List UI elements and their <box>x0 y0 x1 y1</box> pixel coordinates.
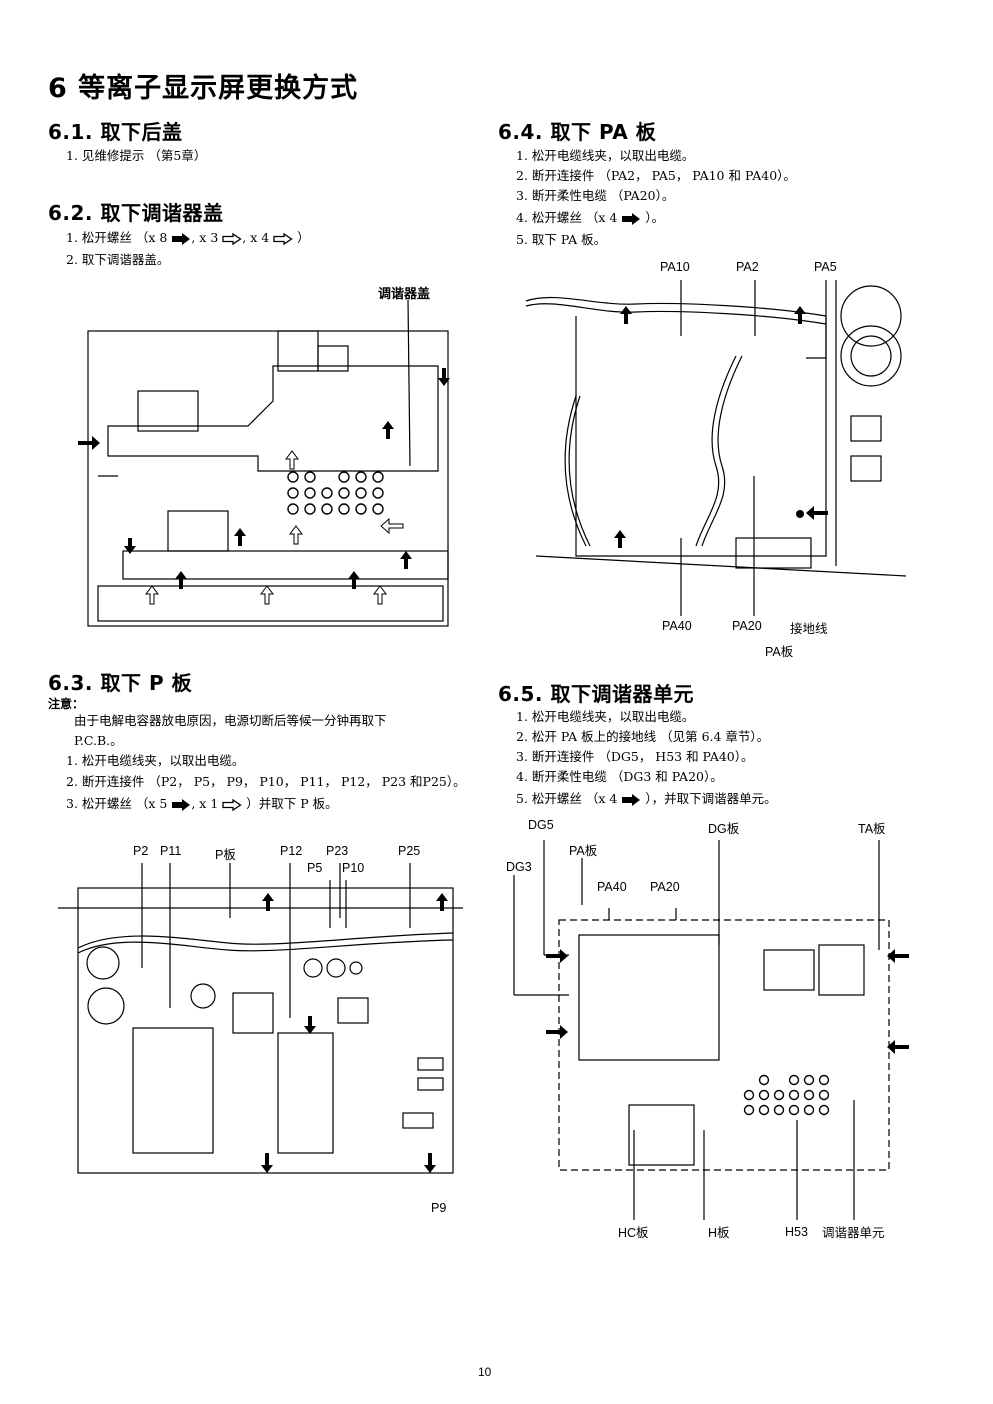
section-6-1-step-1: 1. 见维修提示 （第5章） <box>66 148 207 163</box>
page-number: 10 <box>478 1365 492 1379</box>
fig-label-pa5: PA5 <box>814 260 837 274</box>
fig-label-dg3: DG3 <box>506 860 532 874</box>
step-text: , x 3 <box>191 230 219 245</box>
fig-label-ground-wire: 接地线 <box>790 622 828 636</box>
section-6-4-step-4: 4. 松开螺丝 （x 4 ）。 <box>516 208 664 228</box>
section-6-3-step-2: 2. 断开连接件 （P2， P5， P9， P10， P11， P12， P23… <box>66 774 466 789</box>
step-text: ）。 <box>641 210 665 225</box>
fig-label-pa20: PA20 <box>732 619 762 633</box>
step-text: ）并取下 P 板。 <box>242 796 338 811</box>
pa-board-diagram <box>525 280 907 616</box>
step-text: 1. 松开螺丝 （x 8 <box>66 230 168 245</box>
section-6-5-step-3: 3. 断开连接件 （DG5， H53 和 PA40）。 <box>516 749 754 764</box>
fig-label-dg-board: DG板 <box>708 822 740 836</box>
fig-label-tuner-cover: 调谐器盖 <box>378 286 431 301</box>
fig-label-dg5: DG5 <box>528 818 554 832</box>
p-board-diagram <box>58 863 463 1174</box>
fig-label-ta-board: TA板 <box>858 822 886 836</box>
fig-label-pa2: PA2 <box>736 260 759 274</box>
fig-label-h-board: H板 <box>708 1226 730 1240</box>
fig-label-pa20-2: PA20 <box>650 880 680 894</box>
section-6-4-step-2: 2. 断开连接件 （PA2， PA5， PA10 和 PA40）。 <box>516 168 796 183</box>
fig-label-p11: P11 <box>160 844 182 858</box>
fig-label-p12: P12 <box>280 844 303 858</box>
tuner-unit-diagram <box>513 840 909 1220</box>
section-6-4-step-1: 1. 松开电缆线夹，以取出电缆。 <box>516 148 695 163</box>
fig-label-p-board: P板 <box>215 848 236 862</box>
step-text: , x 4 <box>242 230 270 245</box>
fig-label-p2: P2 <box>133 844 149 858</box>
section-6-5-step-1: 1. 松开电缆线夹，以取出电缆。 <box>516 709 695 724</box>
fig-label-hc-board: HC板 <box>618 1226 649 1240</box>
section-6-5-heading: 6.5. 取下调谐器单元 <box>498 682 694 706</box>
section-6-3-step-3: 3. 松开螺丝 （x 5 , x 1 ）并取下 P 板。 <box>66 794 338 814</box>
outline-arrow-icon <box>222 798 242 811</box>
section-6-4-heading: 6.4. 取下 PA 板 <box>498 120 657 144</box>
step-text: 5. 松开螺丝 （x 4 <box>516 791 618 806</box>
tuner-cover-diagram <box>78 299 450 627</box>
fig-label-pa-board: PA板 <box>765 645 794 659</box>
step-text: 4. 松开螺丝 （x 4 <box>516 210 618 225</box>
step-text: ），并取下调谐器单元。 <box>641 791 777 806</box>
section-6-5-step-4: 4. 断开柔性电缆 （DG3 和 PA20）。 <box>516 769 723 784</box>
section-6-2-heading: 6.2. 取下调谐器盖 <box>48 201 224 225</box>
fig-label-pa10: PA10 <box>660 260 690 274</box>
fig-label-p25: P25 <box>398 844 421 858</box>
outline-arrow-icon <box>273 232 293 245</box>
fig-label-h53: H53 <box>785 1225 808 1239</box>
step-text: , x 1 <box>191 796 219 811</box>
note-text-line-1: 由于电解电容器放电原因，电源切断后等候一分钟再取下 <box>74 713 387 728</box>
section-6-1-heading: 6.1. 取下后盖 <box>48 120 183 144</box>
section-6-4-step-3: 3. 断开柔性电缆 （PA20）。 <box>516 188 675 203</box>
solid-arrow-icon <box>622 212 641 225</box>
fig-label-p5: P5 <box>307 861 323 875</box>
section-6-4-step-5: 5. 取下 PA 板。 <box>516 232 607 247</box>
section-6-2-step-2: 2. 取下调谐器盖。 <box>66 252 170 267</box>
fig-label-pa40-2: PA40 <box>597 880 627 894</box>
fig-label-p23: P23 <box>326 844 349 858</box>
page-title: 6 等离子显示屏更换方式 <box>48 73 359 104</box>
note-label: 注意： <box>48 697 85 711</box>
section-6-3-heading: 6.3. 取下 P 板 <box>48 671 193 695</box>
fig-label-tuner-unit: 调谐器单元 <box>822 1226 885 1240</box>
step-text: ） <box>293 230 310 245</box>
section-6-5-step-2: 2. 松开 PA 板上的接地线 （见第 6.4 章节）。 <box>516 729 770 744</box>
step-text: 3. 松开螺丝 （x 5 <box>66 796 168 811</box>
solid-arrow-icon <box>622 793 641 806</box>
section-6-3-step-1: 1. 松开电缆线夹，以取出电缆。 <box>66 753 245 768</box>
fig-label-pa40: PA40 <box>662 619 692 633</box>
note-text-line-2: P.C.B.。 <box>74 733 123 748</box>
fig-label-p9: P9 <box>431 1201 447 1215</box>
section-6-5-step-5: 5. 松开螺丝 （x 4 ），并取下调谐器单元。 <box>516 789 777 809</box>
solid-arrow-icon <box>172 798 191 811</box>
solid-arrow-icon <box>172 232 191 245</box>
fig-label-pa-board-2: PA板 <box>569 844 598 858</box>
fig-label-p10: P10 <box>342 861 365 875</box>
outline-arrow-icon <box>222 232 242 245</box>
section-6-2-step-1: 1. 松开螺丝 （x 8 , x 3 , x 4 ） <box>66 228 310 248</box>
